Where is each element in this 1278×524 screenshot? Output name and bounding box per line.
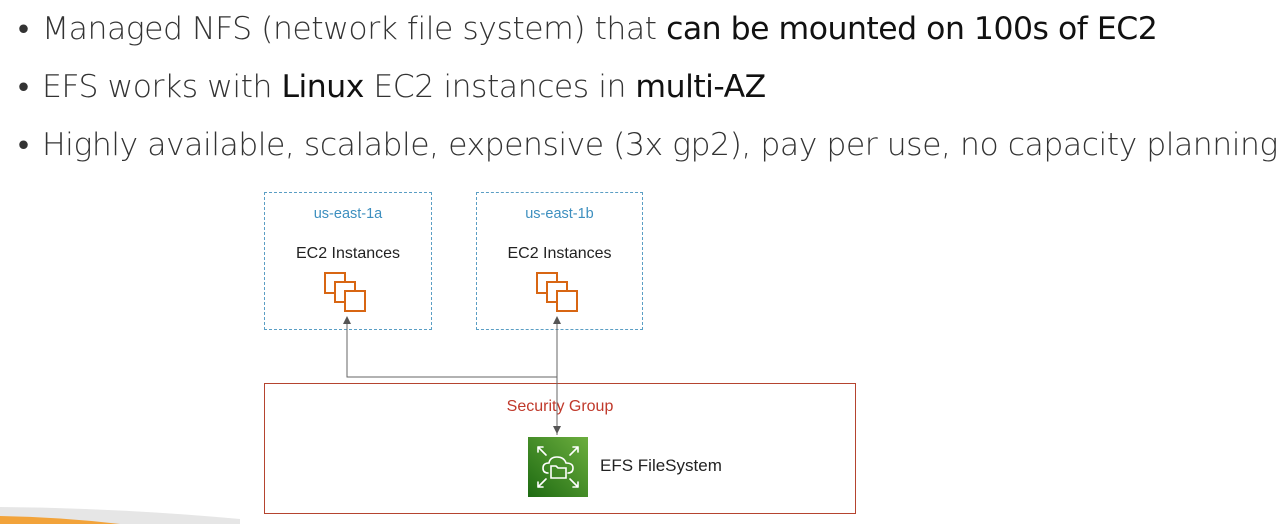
bullet-item-availability: • Highly available, scalable, expensive … [18, 116, 1278, 174]
bullet-item-nfs: • Managed NFS (network file system) that… [18, 0, 1218, 58]
connection-arrows [343, 316, 561, 435]
az-box-us-east-1a: us-east-1a EC2 Instances [264, 192, 432, 330]
bullet-dot: • [18, 69, 29, 105]
efs-icon [528, 437, 588, 497]
bullet-emphasis: Linux [281, 69, 364, 105]
bullet-emphasis: multi-AZ [635, 69, 766, 105]
bullet-text: EFS works with [42, 69, 282, 105]
ec2-instances-icon [324, 272, 366, 312]
bullet-dot: • [18, 11, 29, 47]
ec2-instances-label: EC2 Instances [295, 245, 401, 262]
bullet-dot: • [18, 127, 29, 163]
ec2-instances-icon [536, 272, 578, 312]
bullet-list: • Managed NFS (network file system) that… [18, 0, 1278, 174]
az-label: us-east-1a [313, 206, 383, 222]
bullet-text: Managed NFS (network file system) that [42, 11, 667, 47]
bullet-text: Highly available, scalable, expensive (3… [42, 127, 1278, 163]
bullet-emphasis: can be mounted on 100s of EC2 [666, 11, 1158, 47]
bullet-text: EC2 instances in [363, 69, 636, 105]
slide-decoration [0, 507, 240, 524]
security-group-label: Security Group [506, 398, 614, 415]
az-box-us-east-1b: us-east-1b EC2 Instances [476, 192, 643, 330]
bullet-item-linux: • EFS works with Linux EC2 instances in … [18, 58, 1218, 116]
az-label: us-east-1b [525, 206, 594, 222]
ec2-instances-label: EC2 Instances [507, 245, 612, 262]
security-group-box: Security Group [264, 383, 856, 514]
efs-filesystem-label: EFS FileSystem [600, 456, 722, 475]
